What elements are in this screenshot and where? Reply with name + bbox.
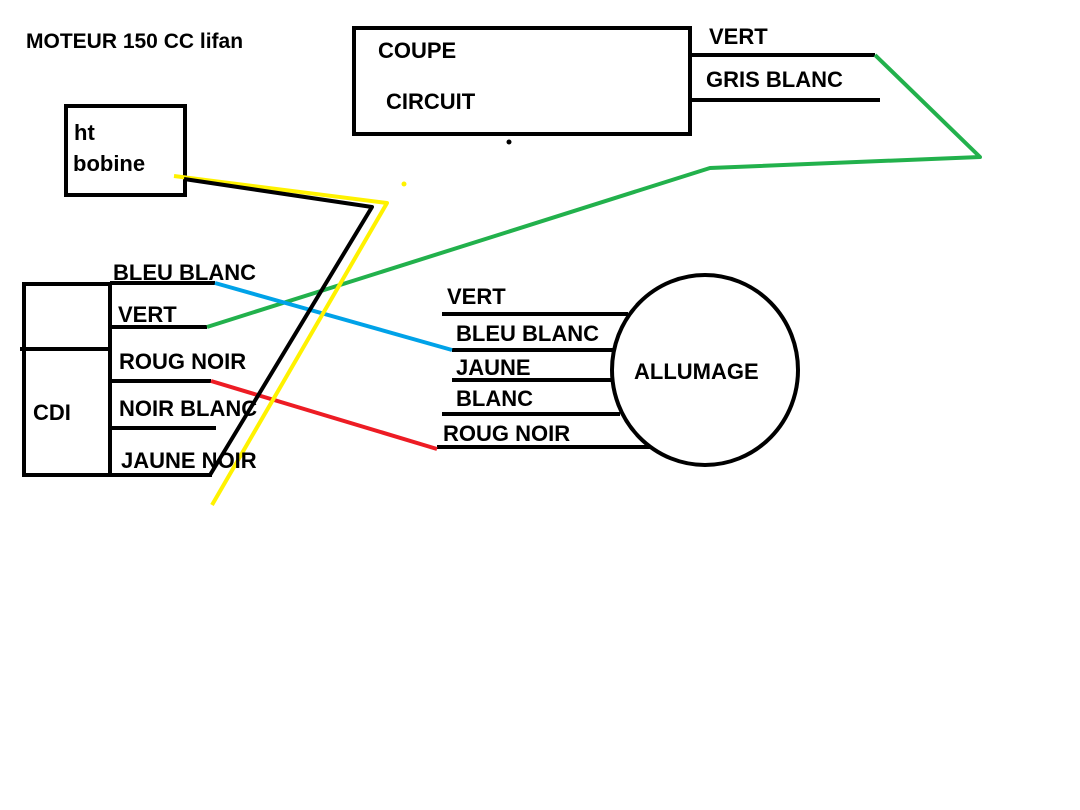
- cdi-label: CDI: [33, 400, 71, 425]
- coupe-circuit-label-line2: CIRCUIT: [386, 89, 476, 114]
- cdi-box: [22, 282, 112, 477]
- allumage-wire-label-bleu-blanc: BLEU BLANC: [456, 321, 599, 346]
- blue-wire: [214, 281, 453, 352]
- ht-bobine-label-line2: bobine: [73, 151, 146, 176]
- allumage-circle: [610, 273, 800, 467]
- ht-bobine-box: [64, 104, 187, 197]
- cdi-wire-label-bleu-blanc: BLEU BLANC: [113, 260, 256, 285]
- red-wire: [210, 379, 438, 451]
- allumage-wire-label-vert: VERT: [447, 284, 506, 309]
- stray-dot-yellow: [401, 181, 407, 187]
- yellow-wire: [173, 174, 389, 507]
- green-wire: [206, 53, 982, 329]
- ht-bobine-label-line1: ht: [74, 120, 95, 145]
- black-wire: [183, 177, 374, 477]
- stray-dot-black: [506, 139, 512, 145]
- allumage-wire-label-roug-noir: ROUG NOIR: [443, 421, 571, 446]
- diagram-title: MOTEUR 150 CC lifan: [26, 30, 244, 53]
- allumage-label: ALLUMAGE: [634, 359, 759, 384]
- coupe-wire-label-gris-blanc: GRIS BLANC: [706, 67, 843, 92]
- cdi-wire-label-vert: VERT: [118, 302, 177, 327]
- allumage-wire-label-blanc: BLANC: [456, 386, 533, 411]
- coupe-wire-label-vert: VERT: [709, 24, 768, 49]
- cdi-wire-label-roug-noir: ROUG NOIR: [119, 349, 247, 374]
- coupe-circuit-box: [352, 26, 692, 136]
- cdi-wire-label-jaune-noir: JAUNE NOIR: [121, 448, 257, 473]
- cdi-wire-label-noir-blanc: NOIR BLANC: [119, 396, 258, 421]
- coupe-circuit-label-line1: COUPE: [378, 38, 457, 63]
- allumage-wire-label-jaune: JAUNE: [456, 355, 531, 380]
